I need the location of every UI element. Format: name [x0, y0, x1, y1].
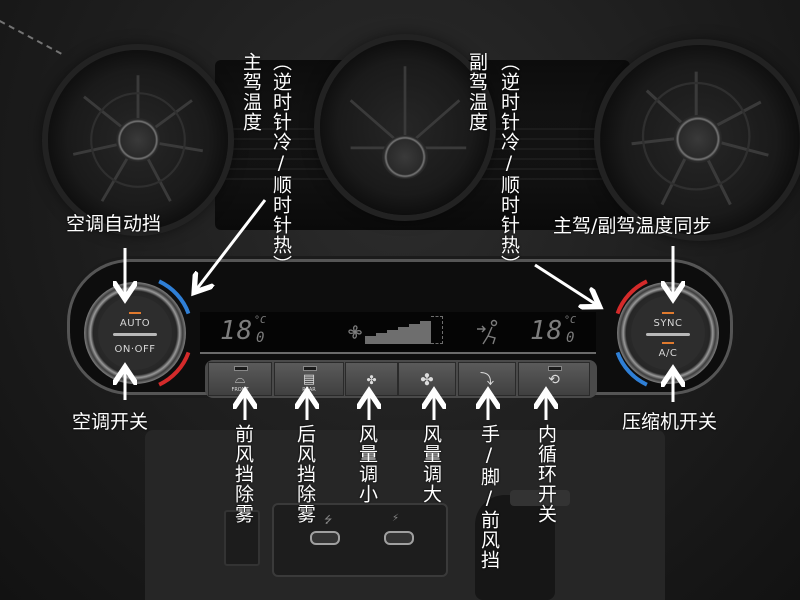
- fan-icon: [348, 325, 362, 339]
- fan-level-bar-filled: [376, 333, 387, 344]
- fan-down-button[interactable]: ✤: [345, 362, 398, 396]
- label-compressor: 压缩机开关: [622, 411, 718, 433]
- label-fan-up: 风量调大: [420, 424, 442, 504]
- auto-indicator-led: [128, 312, 142, 314]
- fan-level-bar-empty: [431, 316, 443, 344]
- label-driver-temp-note: （逆时针冷/顺时针热）: [270, 52, 292, 275]
- label-rear-defrost: 后风挡除雾: [294, 424, 316, 524]
- vent-knob[interactable]: [674, 115, 722, 163]
- label-ac-power: 空调开关: [72, 411, 149, 433]
- sync-indicator-led: [661, 312, 675, 314]
- label-passenger-temp: 副驾温度: [466, 52, 488, 132]
- usb-icon: ⭍: [324, 515, 333, 526]
- front-defrost-icon: ⌓: [234, 372, 246, 387]
- rear-defrost-indicator-led: [303, 366, 317, 371]
- driver-temp-decimal: 0: [256, 330, 265, 346]
- ac-button[interactable]: A/C: [658, 348, 678, 359]
- fan-level-bar-filled: [409, 324, 420, 344]
- on-off-button[interactable]: ON·OFF: [114, 344, 156, 355]
- recirculation-indicator-led: [548, 366, 562, 371]
- auto-button[interactable]: AUTO: [119, 318, 151, 329]
- parking-brake-lever[interactable]: [510, 490, 570, 506]
- label-passenger-temp-note: （逆时针冷/顺时针热）: [498, 52, 520, 275]
- driver-temp-unit: °C: [254, 315, 267, 326]
- fan-level-bar-filled: [420, 321, 431, 344]
- rear-defrost-button[interactable]: ▤REAR: [274, 362, 344, 396]
- ac-indicator-led: [661, 342, 675, 344]
- vent-knob[interactable]: [116, 118, 160, 162]
- label-sync: 主驾/副驾温度同步: [553, 215, 712, 237]
- fan-level-bar-filled: [387, 330, 398, 344]
- label-airflow-mode: 手/脚/前风挡: [478, 424, 500, 570]
- knob-divider: [645, 333, 691, 336]
- climate-display: 18 °C 0 18 °C 0: [200, 312, 596, 354]
- label-fan-down: 风量调小: [356, 424, 378, 504]
- fan-level-indicator: [365, 312, 445, 352]
- usb-port-panel: ⭍ ⚡: [272, 503, 448, 577]
- fan-level-bar-filled: [365, 336, 376, 344]
- front-defrost-button[interactable]: ⌓FRONT: [208, 362, 272, 396]
- vent-knob[interactable]: [382, 135, 428, 179]
- recirculation-car-icon: ⟲: [548, 372, 560, 388]
- knob-divider: [112, 333, 158, 336]
- front-defrost-indicator-led: [234, 366, 248, 371]
- right-air-vent[interactable]: [600, 45, 800, 235]
- driver-temp-knob[interactable]: AUTO ON·OFF: [84, 282, 186, 384]
- usb-c-data-port[interactable]: [310, 531, 340, 545]
- fan-large-icon: ✤: [420, 370, 434, 389]
- seat-airflow-mode-icon: [477, 319, 498, 345]
- seat-airflow-icon: ⤵: [480, 372, 494, 388]
- label-recirculation: 内循环开关: [535, 424, 557, 524]
- label-auto-mode: 空调自动挡: [66, 213, 162, 235]
- rear-defrost-icon: ▤: [302, 372, 316, 387]
- passenger-temp-decimal: 0: [566, 330, 575, 346]
- label-front-defrost: 前风挡除雾: [232, 424, 254, 524]
- console-switch-blank: [224, 510, 260, 566]
- center-air-vent[interactable]: [320, 40, 490, 215]
- driver-temp-readout: 18: [220, 316, 254, 346]
- left-air-vent[interactable]: [48, 50, 228, 230]
- fan-up-button[interactable]: ✤: [398, 362, 456, 396]
- recirculation-button[interactable]: ⟲: [518, 362, 590, 396]
- passenger-temp-unit: °C: [564, 315, 577, 326]
- usb-c-charging-port[interactable]: [384, 531, 414, 545]
- rear-defrost-button-label: REAR: [302, 387, 316, 393]
- charging-icon: ⚡: [392, 513, 400, 524]
- electronic-parking-brake[interactable]: [475, 495, 555, 600]
- sync-button[interactable]: SYNC: [653, 318, 683, 329]
- fan-small-icon: ✤: [366, 373, 377, 387]
- airflow-mode-button[interactable]: ⤵: [458, 362, 516, 396]
- fan-level-bar-filled: [398, 327, 409, 344]
- vent-fins-icon: [349, 66, 467, 150]
- label-driver-temp: 主驾温度: [240, 52, 262, 132]
- front-defrost-button-label: FRONT: [231, 387, 249, 393]
- passenger-temp-knob[interactable]: SYNC A/C: [617, 282, 719, 384]
- passenger-temp-readout: 18: [530, 316, 564, 346]
